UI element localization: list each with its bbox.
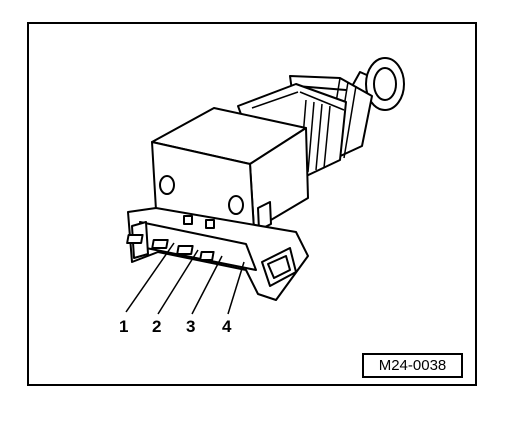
callout-2: 2 <box>152 317 162 336</box>
mount-hole-left <box>159 175 175 195</box>
figure-frame <box>27 22 477 386</box>
connector-shroud <box>127 207 309 301</box>
leader-lines <box>125 242 245 315</box>
mount-hole-right <box>228 195 244 215</box>
figure-reference-code: M24-0038 <box>362 353 463 378</box>
contact-pins <box>126 234 215 261</box>
pin-3 <box>176 245 194 255</box>
callout-3: 3 <box>186 317 196 336</box>
pin-2 <box>151 239 169 249</box>
pin-1 <box>126 234 144 244</box>
switch-housing <box>151 107 309 231</box>
callout-4: 4 <box>222 317 232 336</box>
pin-4 <box>199 251 215 261</box>
callout-1: 1 <box>119 317 129 336</box>
